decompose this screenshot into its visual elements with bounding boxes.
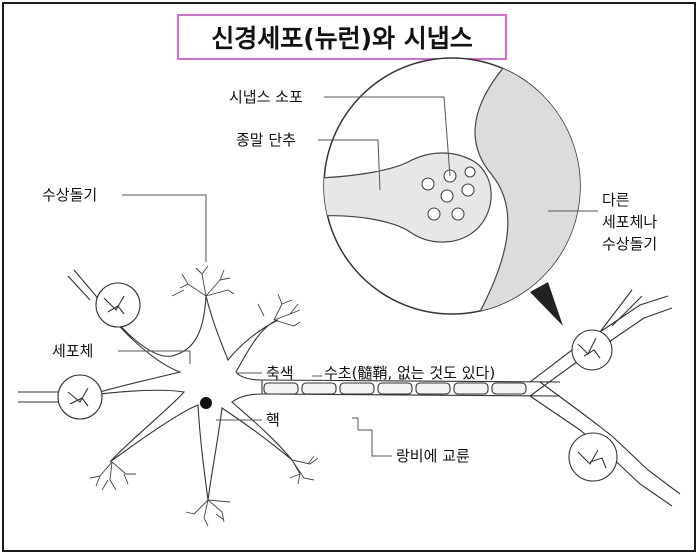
label-other-cell-line3: 수상돌기 — [602, 235, 657, 253]
diagram-title: 신경세포(뉴런)와 시냅스 — [177, 14, 507, 60]
nucleus — [200, 397, 212, 409]
myelin-sheath — [261, 379, 561, 397]
leader-lines — [118, 96, 598, 457]
label-dendrite: 수상돌기 — [42, 186, 97, 204]
axon-branches — [529, 289, 681, 507]
label-synaptic-vesicle: 시냅스 소포 — [229, 88, 303, 106]
dendrite-terminals — [18, 269, 141, 420]
label-other-cell-line2: 세포체나 — [602, 213, 657, 231]
synaptic-vesicles — [421, 166, 476, 221]
cell-body-outline — [89, 295, 293, 501]
label-cell-body: 세포체 — [52, 342, 93, 360]
label-nucleus: 핵 — [266, 411, 280, 429]
label-myelin: 수초(髓鞘, 없는 것도 있다) — [324, 364, 495, 382]
diagram-title-text: 신경세포(뉴런)와 시냅스 — [211, 24, 473, 53]
dendrite-tufts — [89, 265, 319, 527]
label-node-of-ranvier: 랑비에 교륜 — [396, 447, 470, 465]
magnify-pointer — [530, 282, 563, 326]
neuron — [18, 265, 681, 527]
label-axon: 축색 — [266, 364, 294, 382]
synapse-magnified-view — [323, 57, 581, 326]
label-terminal-button: 종말 단추 — [236, 131, 296, 149]
label-other-cell-line1: 다른 — [602, 191, 630, 209]
